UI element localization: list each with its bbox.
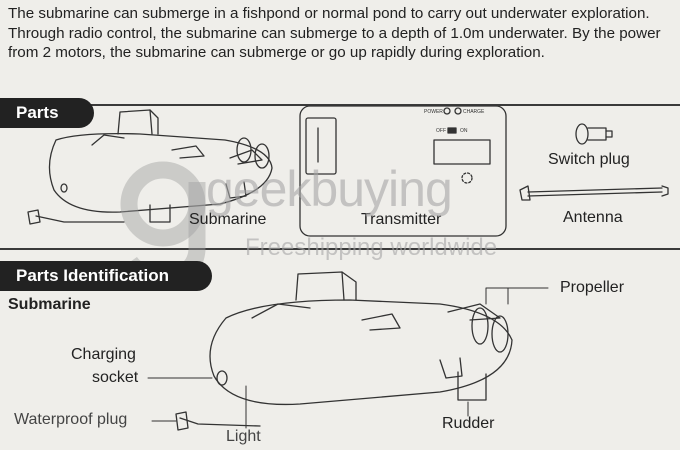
identification-section-rule [0, 248, 680, 250]
submarine-label: Submarine [189, 211, 267, 228]
light-label: Light [226, 428, 261, 445]
transmitter-off-text: OFF [436, 128, 446, 134]
waterproof-plug-label: Waterproof plug [14, 411, 128, 428]
identification-heading: Parts Identification [0, 261, 212, 291]
charging-socket-label-line1: Charging [71, 346, 136, 363]
submarine-illustration [27, 109, 273, 225]
propeller-label: Propeller [560, 279, 625, 296]
switch-plug-illustration [575, 123, 613, 145]
transmitter-on-text: ON [460, 128, 468, 134]
leader-lines [147, 287, 549, 429]
parts-section-rule [0, 104, 680, 106]
submarine-detail-illustration [175, 271, 513, 431]
watermark-brand: geekbuying [206, 161, 453, 217]
submarine-subheading: Submarine [8, 296, 91, 313]
charging-socket-label-line2: socket [92, 369, 139, 386]
transmitter-label: Transmitter [361, 211, 442, 228]
rudder-label: Rudder [442, 415, 495, 432]
antenna-label: Antenna [563, 209, 623, 226]
switch-plug-label: Switch plug [548, 151, 630, 168]
parts-heading: Parts [0, 98, 94, 128]
watermark-tagline: Freeshipping worldwide [245, 234, 498, 261]
transmitter-illustration [299, 105, 507, 237]
transmitter-power-text: POWER [424, 109, 443, 115]
transmitter-charge-text: CHARGE [463, 109, 485, 115]
intro-paragraph: The submarine can submerge in a fishpond… [8, 5, 661, 61]
antenna-illustration [519, 185, 669, 201]
